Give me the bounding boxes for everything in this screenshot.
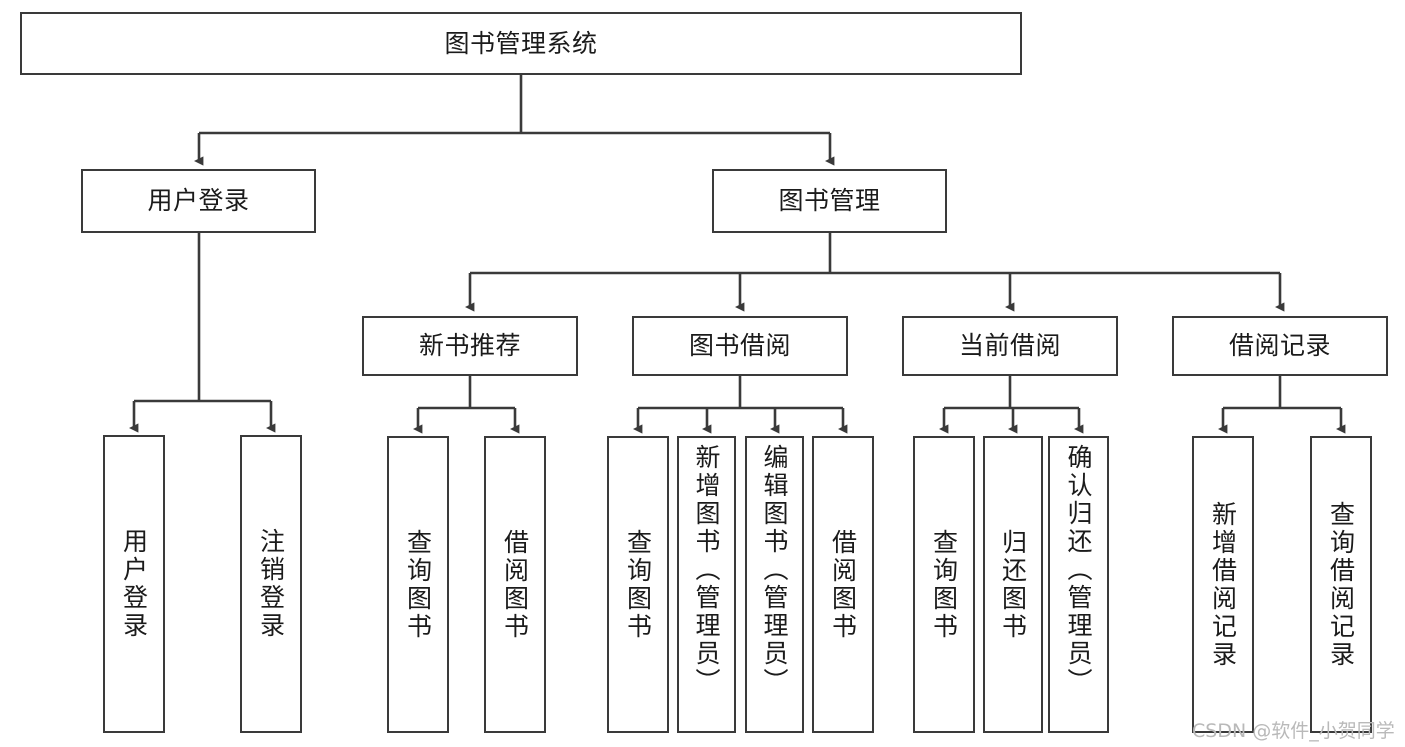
node-label: 借阅记录 [1228, 331, 1331, 361]
node-new-book-recommend[interactable]: 新书推荐 [362, 316, 578, 376]
leaf-book-borrow-borrow-book[interactable]: 借阅图书 [812, 436, 874, 733]
node-label: 编辑图书（管理员） [760, 444, 789, 696]
node-label: 归还图书 [998, 528, 1028, 641]
node-label: 图书管理系统 [444, 28, 598, 58]
node-borrow-record[interactable]: 借阅记录 [1172, 316, 1388, 376]
leaf-new-book-borrow-book[interactable]: 借阅图书 [484, 436, 546, 733]
node-user-login[interactable]: 用户登录 [81, 169, 316, 233]
node-current-borrow[interactable]: 当前借阅 [902, 316, 1118, 376]
leaf-user-login-signin[interactable]: 用户登录 [103, 435, 165, 733]
leaf-book-borrow-query-book[interactable]: 查询图书 [607, 436, 669, 733]
node-label: 查询借阅记录 [1326, 500, 1356, 669]
node-label: 注销登录 [256, 528, 286, 640]
node-label: 新增图书（管理员） [692, 444, 721, 696]
node-label: 新增借阅记录 [1208, 500, 1238, 669]
leaf-borrow-record-add-record[interactable]: 新增借阅记录 [1192, 436, 1254, 733]
node-label: 当前借阅 [958, 331, 1061, 361]
node-label: 图书管理 [778, 186, 881, 216]
node-label: 查询图书 [623, 528, 653, 641]
node-label: 新书推荐 [418, 331, 521, 361]
leaf-borrow-record-query-record[interactable]: 查询借阅记录 [1310, 436, 1372, 733]
node-book-borrow[interactable]: 图书借阅 [632, 316, 848, 376]
node-label: 用户登录 [119, 528, 149, 640]
leaf-book-borrow-add-book-admin[interactable]: 新增图书（管理员） [677, 436, 736, 733]
node-book-management[interactable]: 图书管理 [712, 169, 947, 233]
node-label: 借阅图书 [828, 528, 858, 641]
node-label: 用户登录 [147, 186, 250, 216]
node-root-system[interactable]: 图书管理系统 [20, 12, 1022, 75]
node-label: 借阅图书 [500, 528, 530, 641]
leaf-user-login-signout[interactable]: 注销登录 [240, 435, 302, 733]
leaf-current-borrow-confirm-return-admin[interactable]: 确认归还（管理员） [1048, 436, 1109, 733]
node-label: 确认归还（管理员） [1064, 444, 1093, 696]
leaf-current-borrow-return-book[interactable]: 归还图书 [983, 436, 1043, 733]
leaf-current-borrow-query-book[interactable]: 查询图书 [913, 436, 975, 733]
leaf-book-borrow-edit-book-admin[interactable]: 编辑图书（管理员） [745, 436, 804, 733]
node-label: 查询图书 [403, 528, 433, 641]
node-label: 查询图书 [929, 528, 959, 641]
csdn-watermark: CSDN @软件_小贺同学 [1192, 720, 1395, 742]
node-label: 图书借阅 [688, 331, 791, 361]
leaf-new-book-query-book[interactable]: 查询图书 [387, 436, 449, 733]
